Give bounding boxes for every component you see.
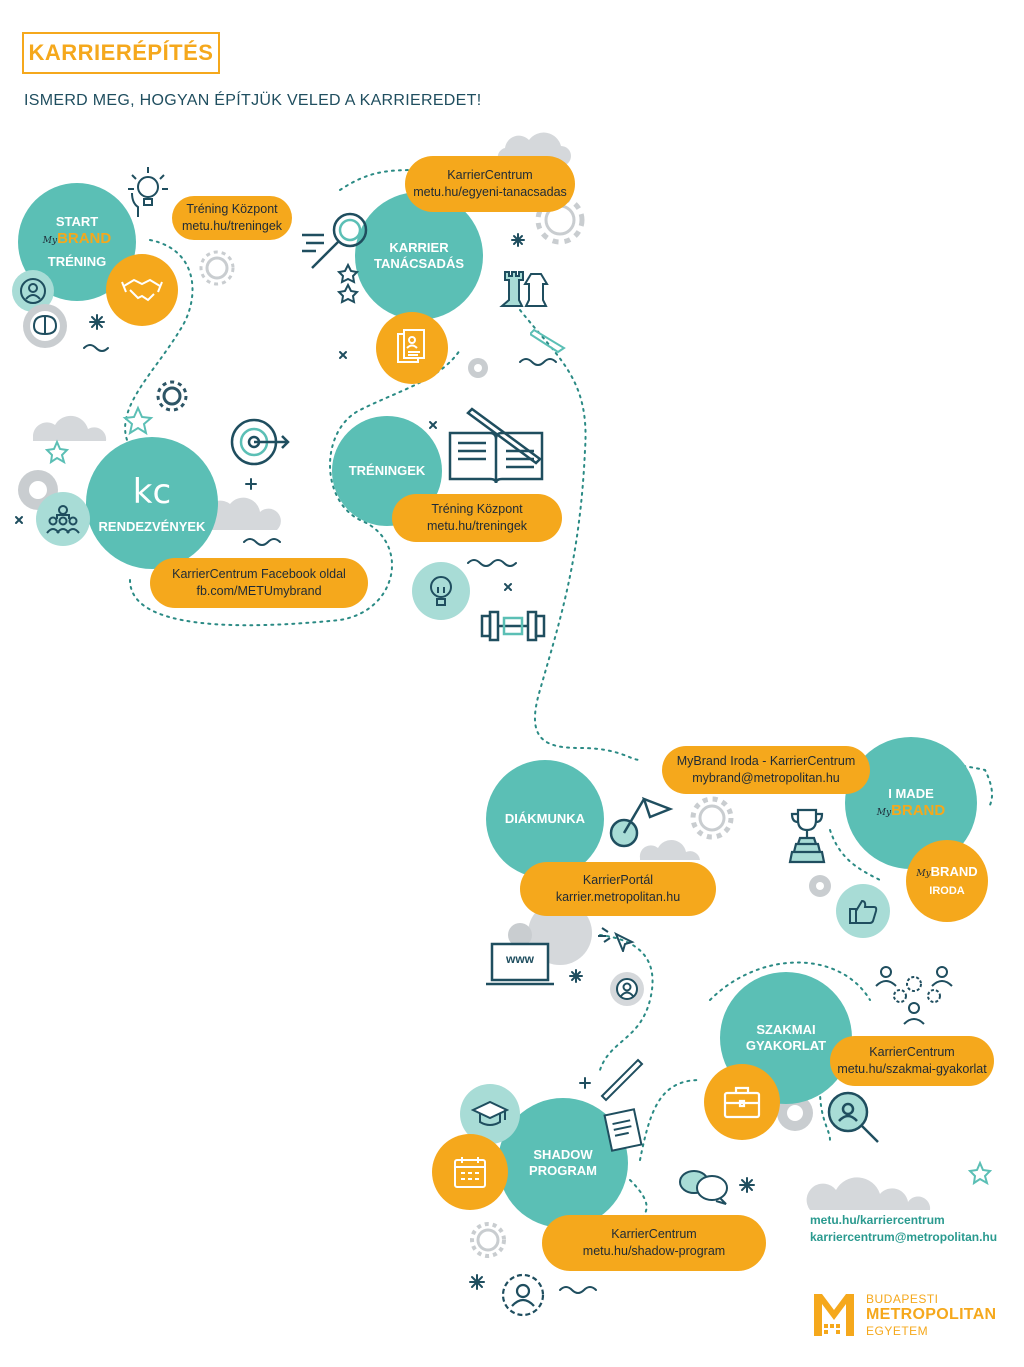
- brain-gear-icon: [16, 300, 74, 352]
- node-label: GYAKORLAT: [745, 1038, 827, 1053]
- cursor-arrow-icon: [596, 924, 636, 955]
- brand-word: BRAND: [930, 864, 978, 880]
- www-laptop-icon: www: [484, 940, 556, 990]
- pill-line: Tréning Központ: [431, 502, 523, 517]
- node-brand-iroda: MyBRAND IRODA: [906, 840, 988, 922]
- pill-shadow-program: KarrierCentrum metu.hu/shadow-program: [542, 1215, 766, 1271]
- pill-line: KarrierCentrum: [611, 1227, 697, 1242]
- open-book-icon: [446, 405, 546, 485]
- node-karrier-tanacsadas: KARRIER TANÁCSADÁS: [355, 192, 483, 320]
- node-diakmunka: DIÁKMUNKA: [486, 760, 604, 878]
- pill-line: KarrierCentrum Facebook oldal: [172, 567, 346, 582]
- brand-word: BRAND: [891, 801, 946, 819]
- pill-line: KarrierPortál: [582, 873, 654, 888]
- pill-link[interactable]: karrier.metropolitan.hu: [555, 890, 681, 904]
- pencil-icon: [528, 326, 570, 356]
- node-label: SZAKMAI: [756, 1022, 816, 1038]
- pill-link[interactable]: metu.hu/szakmai-gyakorlat: [837, 1062, 987, 1076]
- trophy-icon: [786, 806, 828, 870]
- node-label: TANÁCSADÁS: [373, 256, 465, 271]
- node-label: SHADOW: [533, 1147, 593, 1163]
- graduation-cap-icon: [460, 1084, 520, 1144]
- briefcase-icon: [704, 1064, 780, 1140]
- brand-my: My: [876, 807, 892, 818]
- pill-link[interactable]: metu.hu/treningek: [181, 219, 283, 233]
- pill-link[interactable]: metu.hu/egyeni-tanacsadas: [413, 185, 567, 199]
- contact-website[interactable]: metu.hu/karriercentrum: [810, 1213, 945, 1227]
- title-box: KARRIERÉPÍTÉS: [22, 32, 220, 74]
- page-title: KARRIERÉPÍTÉS: [28, 40, 214, 65]
- brand-my: My: [916, 869, 931, 880]
- pill-line: MyBrand Iroda - KarrierCentrum: [676, 754, 856, 769]
- pill-line: KarrierCentrum: [869, 1045, 955, 1060]
- team-gears-icon: [872, 962, 956, 1028]
- chat-bubbles-icon: [676, 1166, 732, 1206]
- pill-karriercentrum-tanacsadas: KarrierCentrum metu.hu/egyeni-tanacsadas: [405, 156, 575, 212]
- lightbulb-icon: [412, 562, 470, 620]
- node-label: IRODA: [929, 885, 965, 897]
- search-user-icon: [826, 1090, 882, 1146]
- pill-line: KarrierCentrum: [447, 168, 533, 183]
- www-label: www: [505, 952, 534, 966]
- dumbbell-icon: [478, 608, 548, 642]
- pill-mybrand-iroda: MyBrand Iroda - KarrierCentrum mybrand@m…: [662, 746, 870, 794]
- brand-word: BRAND: [57, 230, 112, 247]
- node-label: RENDEZVÉNYEK: [98, 518, 206, 534]
- logo-line: METROPOLITAN: [866, 1306, 997, 1323]
- gear-icon: [199, 195, 734, 1258]
- handshake-icon: [106, 254, 178, 326]
- node-label: TRÉNING: [47, 254, 107, 269]
- lightbulb-head-icon: [126, 163, 170, 219]
- star-icon: [44, 405, 993, 1186]
- target-icon: [228, 414, 292, 470]
- node-label: PROGRAM: [529, 1163, 597, 1178]
- pill-facebook: KarrierCentrum Facebook oldal fb.com/MET…: [150, 558, 368, 608]
- node-label: TRÉNINGEK: [348, 463, 426, 479]
- diploma-clipboard-icon: [596, 1056, 646, 1156]
- contact-email[interactable]: karriercentrum@metropolitan.hu: [810, 1230, 998, 1245]
- dotted-path: [124, 169, 993, 1221]
- pill-trening-kozpont-1: Tréning Központ metu.hu/treningek: [172, 196, 292, 240]
- calendar-icon: [432, 1134, 508, 1210]
- brand-my: My: [42, 236, 58, 246]
- award-search-icon: [300, 205, 370, 305]
- logo-line: BUDAPESTI: [866, 1292, 939, 1306]
- logo-line: EGYETEM: [866, 1324, 929, 1338]
- pill-trening-kozpont-2: Tréning Központ metu.hu/treningek: [392, 494, 562, 542]
- decor-marks: [15, 233, 755, 1294]
- kc-logo: kc: [132, 471, 172, 512]
- pill-line: Tréning Központ: [186, 202, 278, 217]
- flag-icon: [608, 795, 678, 851]
- node-label: KARRIER: [389, 240, 449, 256]
- metropolitan-logo-text: BUDAPESTI METROPOLITAN EGYETEM: [866, 1292, 996, 1338]
- node-label: START: [55, 214, 99, 230]
- gear-icon: [156, 380, 188, 412]
- contact-block: metu.hu/karriercentrum karriercentrum@me…: [810, 1212, 997, 1247]
- chess-pieces-icon: [496, 250, 550, 312]
- node-label: DIÁKMUNKA: [504, 811, 586, 827]
- user-circle-icon: [500, 1272, 546, 1318]
- thumbs-up-icon: [836, 884, 890, 938]
- pill-link[interactable]: fb.com/METUmybrand: [196, 584, 322, 598]
- node-rendezvenyek: kc RENDEZVÉNYEK: [86, 437, 218, 569]
- node-label: I MADE: [888, 786, 934, 802]
- document-icon: [376, 312, 448, 384]
- pill-link[interactable]: mybrand@metropolitan.hu: [692, 771, 840, 785]
- pill-link[interactable]: metu.hu/shadow-program: [582, 1244, 726, 1258]
- pill-link[interactable]: metu.hu/treningek: [426, 519, 528, 533]
- page-subtitle: ISMERD MEG, HOGYAN ÉPÍTJÜK VELED A KARRI…: [24, 92, 482, 109]
- team-icon: [36, 492, 90, 546]
- pill-szakmai-gyakorlat: KarrierCentrum metu.hu/szakmai-gyakorlat: [830, 1036, 994, 1086]
- user-badge-icon: [610, 972, 644, 1006]
- metropolitan-logo-icon: [812, 1292, 856, 1338]
- pill-karrierportal: KarrierPortál karrier.metropolitan.hu: [520, 862, 716, 916]
